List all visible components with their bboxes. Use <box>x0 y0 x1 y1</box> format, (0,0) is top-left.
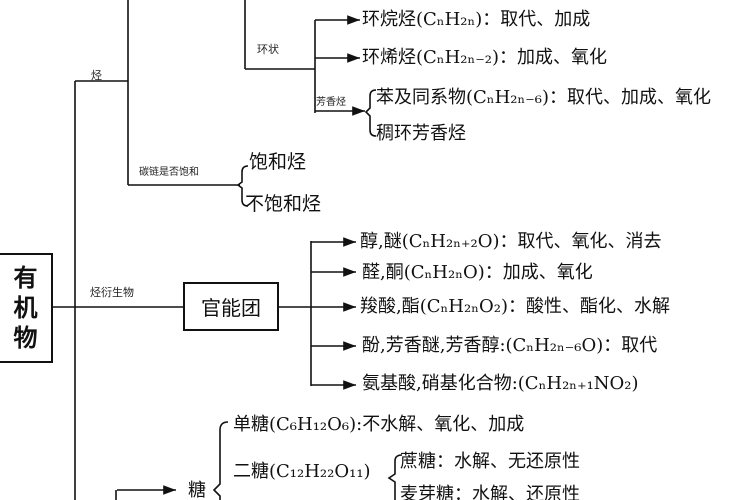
node-benzene-homologs: 苯及同系物(CₙH₂ₙ₋₆)：取代、加成、氧化 <box>376 87 712 108</box>
node-fused-aromatic: 稠环芳香烃 <box>376 123 466 144</box>
node-phenol: 酚,芳香醚,芳香醇:(CₙH₂ₙ₋₆O)：取代 <box>362 335 658 356</box>
root-label: 有机物 <box>13 264 38 352</box>
node-alcohol-ether: 醇,醚(CₙH₂ₙ₊₂O)：取代、氧化、消去 <box>360 231 662 252</box>
label-aromatic: 芳香烃 <box>316 97 346 108</box>
node-sucrose: 蔗糖：水解、无还原性 <box>400 451 580 472</box>
label-cyclic: 环状 <box>257 43 279 56</box>
functional-group-box: 官能团 <box>183 282 279 331</box>
root-node-organic-compounds: 有机物 <box>0 253 53 363</box>
node-cycloalkane: 环烷烃(CₙH₂ₙ)：取代、加成 <box>362 9 591 30</box>
label-saturation: 碳链是否饱和 <box>139 167 199 178</box>
functional-group-label: 官能团 <box>201 296 261 320</box>
label-hydrocarbon: 烃 <box>91 69 102 82</box>
node-amino-acid: 氨基酸,硝基化合物:(CₙH₂ₙ₊₁NO₂) <box>362 373 639 394</box>
node-monosaccharide: 单糖(C₆H₁₂O₆):不水解、氧化、加成 <box>233 414 525 435</box>
node-aldehyde-ketone: 醛,酮(CₙH₂ₙO)：加成、氧化 <box>362 262 593 283</box>
node-sugar: 糖 <box>188 480 206 500</box>
node-disaccharide: 二糖(C₁₂H₂₂O₁₁) <box>233 461 371 482</box>
node-acid-ester: 羧酸,酯(CₙH₂ₙO₂)：酸性、酯化、水解 <box>360 296 670 317</box>
node-unsaturated: 不饱和烃 <box>245 193 322 215</box>
label-derivatives: 烃衍生物 <box>90 286 134 299</box>
node-maltose: 麦芽糖：水解、还原性 <box>400 484 580 500</box>
node-saturated: 饱和烃 <box>249 151 307 173</box>
node-cycloalkene: 环烯烃(CₙH₂ₙ₋₂)：加成、氧化 <box>362 47 608 68</box>
